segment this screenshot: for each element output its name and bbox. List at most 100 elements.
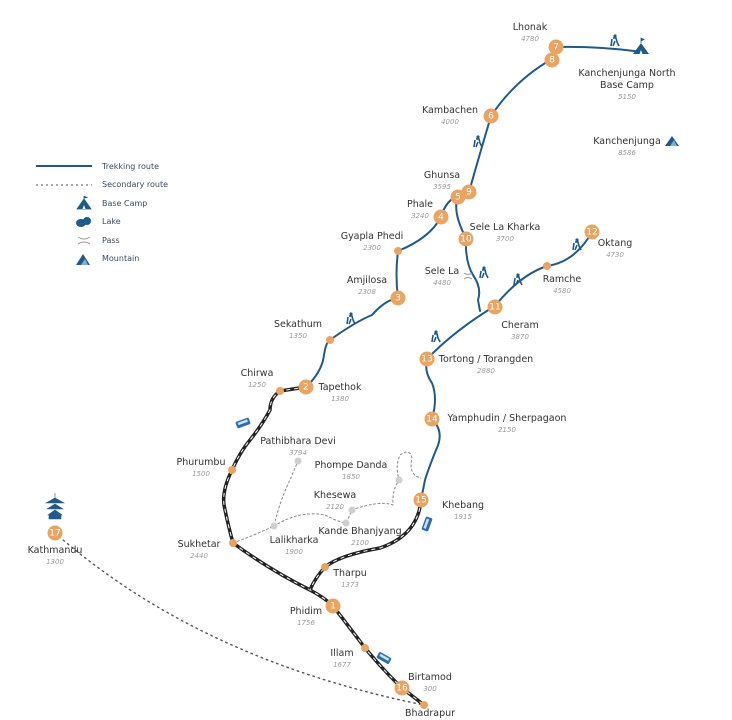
stage-marker[interactable]: 7 xyxy=(548,39,564,55)
route-point-dot[interactable] xyxy=(420,701,428,709)
stage-marker-circle xyxy=(544,52,560,68)
stage-marker-circle xyxy=(394,680,410,696)
stage-marker[interactable]: 2 xyxy=(298,379,314,395)
place-elevation: 1850 xyxy=(342,473,360,481)
stage-marker-circle xyxy=(458,231,474,247)
route-point-dot[interactable] xyxy=(276,387,284,395)
stage-marker[interactable]: 13 xyxy=(419,351,435,367)
stage-marker[interactable]: 11 xyxy=(487,299,503,315)
place-ramche[interactable]: Ramche 4580 xyxy=(543,274,582,295)
place-elevation: 2100 xyxy=(351,539,369,547)
stage-marker[interactable]: 9 xyxy=(461,184,477,200)
stage-marker[interactable]: 8 xyxy=(544,52,560,68)
bus-icon xyxy=(235,417,251,429)
place-name: Ramche xyxy=(543,274,582,285)
hiker-icon xyxy=(572,238,582,251)
stage-marker[interactable]: 4 xyxy=(433,209,449,225)
place-elevation: 4780 xyxy=(521,35,539,43)
place-name: Bhadrapur xyxy=(405,708,455,719)
stage-number: 4 xyxy=(438,213,444,223)
kathmandu-flight-route xyxy=(54,532,425,706)
stage-marker[interactable]: 6 xyxy=(483,108,499,124)
route-point-dot[interactable] xyxy=(228,466,236,474)
place-elevation: 1500 xyxy=(192,470,210,478)
route-point-dot[interactable] xyxy=(229,539,237,547)
place-name: Illam xyxy=(330,648,353,659)
secondary-point-dot[interactable] xyxy=(270,522,278,530)
place-name: Khesewa xyxy=(314,490,356,501)
route-point-dot[interactable] xyxy=(326,336,334,344)
legend-label: Secondary route xyxy=(102,180,169,190)
place-name: Ghunsa xyxy=(424,170,460,181)
stage-marker[interactable]: 14 xyxy=(424,411,440,427)
place-elevation: 4580 xyxy=(553,287,571,295)
trekking-route-line-icon xyxy=(36,165,92,168)
place-name: Kambachen xyxy=(422,105,478,116)
stage-marker-circle xyxy=(584,224,600,240)
stage-marker[interactable]: 17 xyxy=(47,525,63,541)
hiker-icon xyxy=(610,34,620,47)
stage-marker[interactable]: 10 xyxy=(458,231,474,247)
secondary-point-dot[interactable] xyxy=(342,519,350,527)
stage-marker[interactable]: 1 xyxy=(325,598,341,614)
route-point-dot[interactable] xyxy=(394,247,402,255)
stage-marker[interactable]: 12 xyxy=(584,224,600,240)
place-elevation: 3870 xyxy=(511,333,529,341)
route-point-dot[interactable] xyxy=(361,644,369,652)
place-bhadrapur[interactable]: Bhadrapur xyxy=(405,708,455,719)
place-elevation: 2440 xyxy=(190,552,208,560)
stage-number: 2 xyxy=(303,383,309,393)
secondary-point-dot[interactable] xyxy=(348,506,356,514)
route-point-dot[interactable] xyxy=(321,563,329,571)
lake-icon xyxy=(76,216,91,227)
place-elevation: 3240 xyxy=(411,212,429,220)
stage-number: 8 xyxy=(549,56,555,66)
place-elevation: 4480 xyxy=(433,279,451,287)
stage-marker-circle xyxy=(47,525,63,541)
place-elevation: 2300 xyxy=(363,244,381,252)
place-elevation: 2120 xyxy=(326,503,344,511)
stage-marker[interactable]: 3 xyxy=(390,290,406,306)
secondary-point-dot[interactable] xyxy=(294,457,302,465)
stage-marker[interactable]: 15 xyxy=(413,492,429,508)
stage-number: 14 xyxy=(426,415,438,425)
route-point-dot[interactable] xyxy=(543,262,551,270)
place-elevation: 4730 xyxy=(606,251,624,259)
mountain-icon xyxy=(665,136,679,146)
stage-marker-circle xyxy=(461,184,477,200)
stage-marker[interactable]: 16 xyxy=(394,680,410,696)
secondary-point-dot[interactable] xyxy=(395,476,403,484)
place-khesewa[interactable]: Khesewa 2120 xyxy=(314,490,356,511)
bus-icon xyxy=(376,652,392,664)
